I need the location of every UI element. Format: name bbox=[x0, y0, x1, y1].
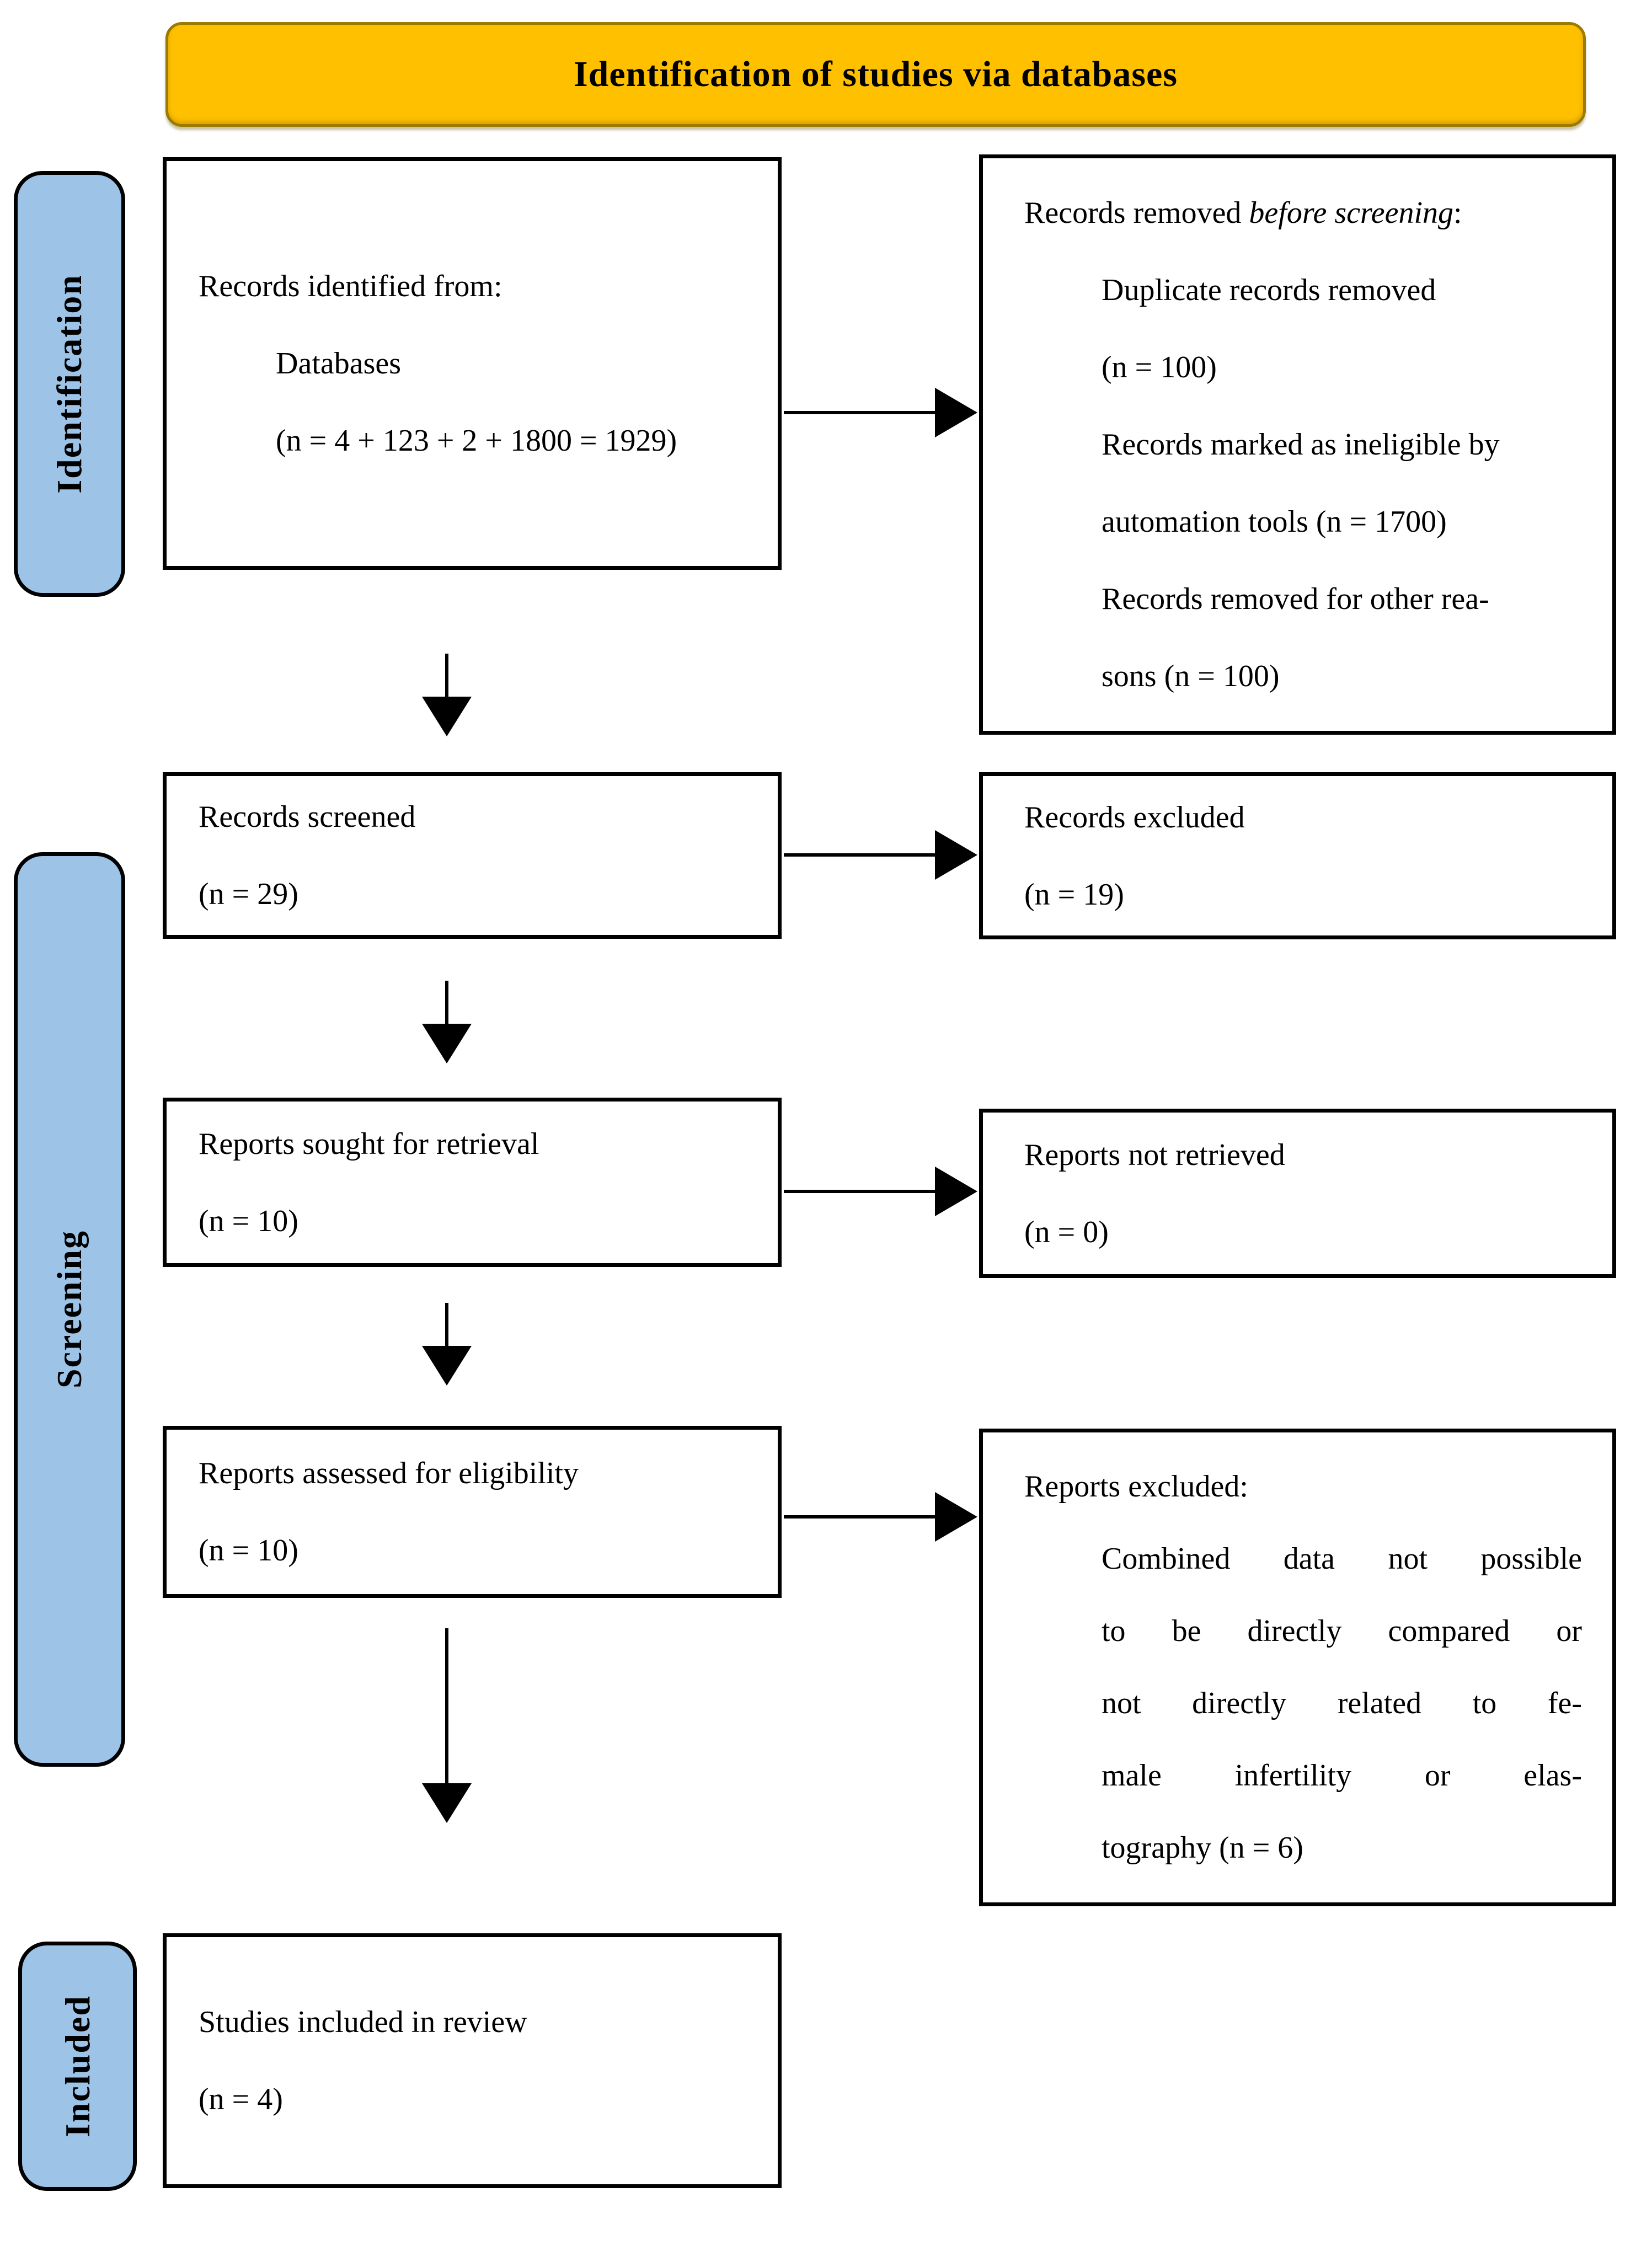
diagram-title: Identification of studies via databases bbox=[573, 54, 1178, 94]
box-text-line: Reports not retrieved bbox=[1024, 1137, 1285, 1172]
heading-italic: before screening bbox=[1249, 196, 1454, 230]
box-text-line: Reports assessed for eligibility bbox=[199, 1456, 579, 1490]
box-text-line: to be directly compared or bbox=[1102, 1613, 1582, 1648]
box-text-line: Records marked as ineligible by bbox=[1102, 427, 1500, 462]
phase-bar-screening: Screening bbox=[14, 852, 125, 1767]
box-records-excluded: Records excluded (n = 19) bbox=[979, 772, 1616, 939]
box-text-line: (n = 100) bbox=[1102, 350, 1217, 384]
box-reports-not-retrieved: Reports not retrieved (n = 0) bbox=[979, 1109, 1616, 1278]
arrow-identified-to-removed bbox=[784, 388, 977, 437]
box-text-line: not directly related to fe- bbox=[1102, 1686, 1582, 1720]
box-text-line: automation tools (n = 1700) bbox=[1102, 505, 1447, 539]
box-text-line: (n = 19) bbox=[1024, 877, 1124, 912]
heading-prefix: Records removed bbox=[1024, 196, 1249, 230]
box-reports-sought: Reports sought for retrieval (n = 10) bbox=[163, 1098, 782, 1267]
arrow-sought-to-not-retrieved bbox=[784, 1167, 977, 1216]
box-text-line: Reports sought for retrieval bbox=[199, 1126, 539, 1161]
box-records-identified: Records identified from: Databases (n = … bbox=[163, 157, 782, 570]
box-text-line: Records removed before screening: bbox=[1024, 174, 1585, 252]
box-text-line: Records identified from: bbox=[199, 269, 502, 303]
box-text-line: Studies included in review bbox=[199, 2005, 527, 2039]
box-text-line: Records removed for other rea- bbox=[1102, 582, 1489, 616]
phase-bar-identification: Identification bbox=[14, 171, 125, 597]
box-text-line: (n = 29) bbox=[199, 877, 298, 911]
box-text-line: tography (n = 6) bbox=[1102, 1831, 1303, 1865]
box-text-line: Databases bbox=[276, 346, 402, 381]
box-studies-included: Studies included in review (n = 4) bbox=[163, 1933, 782, 2188]
box-records-removed-before-screening: Records removed before screening: Duplic… bbox=[979, 154, 1616, 735]
phase-bar-included: Included bbox=[18, 1942, 137, 2191]
arrow-screened-to-sought bbox=[422, 981, 472, 1063]
box-text-line: (n = 10) bbox=[199, 1204, 298, 1238]
box-text-line: (n = 4 + 123 + 2 + 1800 = 1929) bbox=[276, 424, 677, 458]
box-text-line: Records excluded bbox=[1024, 800, 1245, 835]
box-reports-assessed: Reports assessed for eligibility (n = 10… bbox=[163, 1426, 782, 1598]
heading-suffix: : bbox=[1453, 196, 1462, 230]
box-records-screened: Records screened (n = 29) bbox=[163, 772, 782, 939]
box-text-line: sons (n = 100) bbox=[1102, 659, 1280, 693]
arrow-assessed-to-included bbox=[422, 1628, 472, 1823]
box-text-line: (n = 10) bbox=[199, 1533, 298, 1568]
box-text-line: Reports excluded: bbox=[1024, 1469, 1248, 1504]
box-text-line: (n = 4) bbox=[199, 2082, 283, 2116]
box-text-line: Records screened bbox=[199, 800, 416, 834]
box-text-line: male infertility or elas- bbox=[1102, 1758, 1582, 1793]
diagram-title-banner: Identification of studies via databases bbox=[165, 22, 1586, 127]
box-text-line: (n = 0) bbox=[1024, 1215, 1109, 1249]
arrow-screened-to-excluded bbox=[784, 830, 977, 880]
box-text-line: Duplicate records removed bbox=[1102, 273, 1436, 307]
arrow-identified-to-screened bbox=[422, 654, 472, 736]
box-text-line: Combined data not possible bbox=[1102, 1541, 1582, 1576]
box-reports-excluded: Reports excluded: Combined data not poss… bbox=[979, 1429, 1616, 1906]
arrow-sought-to-assessed bbox=[422, 1303, 472, 1386]
arrow-assessed-to-reports-excluded bbox=[784, 1492, 977, 1542]
